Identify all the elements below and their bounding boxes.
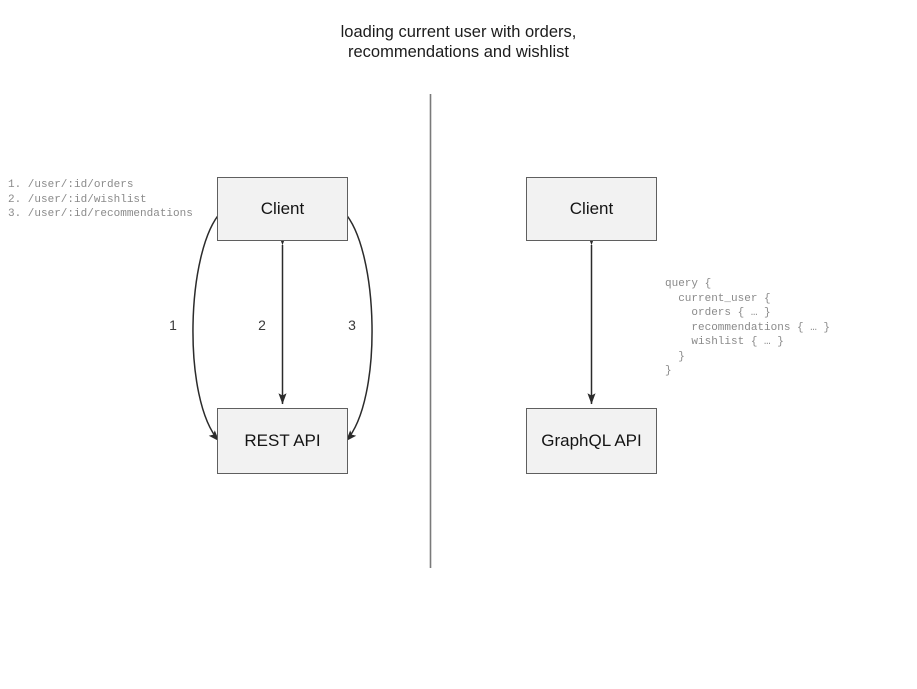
node-rest-api-label: REST API [244, 431, 321, 450]
node-graphql-client-label: Client [569, 199, 614, 218]
rest-endpoints-list: 1. /user/:id/orders 2. /user/:id/wishlis… [8, 179, 193, 220]
edge-label-3: 3 [348, 317, 356, 333]
node-rest-api[interactable]: REST API [217, 408, 348, 474]
graphql-query-block: query { current_user { orders { … } reco… [665, 278, 831, 377]
rest-edge-1-arrow [192, 201, 232, 442]
page-title: loading current user with orders, recomm… [340, 23, 577, 61]
node-rest-client[interactable]: Client [217, 177, 348, 241]
rest-edge-3-arrow [333, 201, 373, 442]
node-graphql-api-label: GraphQL API [541, 431, 642, 450]
node-graphql-client[interactable]: Client [526, 177, 657, 241]
node-rest-client-label: Client [260, 199, 305, 218]
edge-label-1: 1 [169, 317, 177, 333]
node-graphql-api[interactable]: GraphQL API [526, 408, 657, 474]
edge-label-2: 2 [258, 317, 266, 333]
